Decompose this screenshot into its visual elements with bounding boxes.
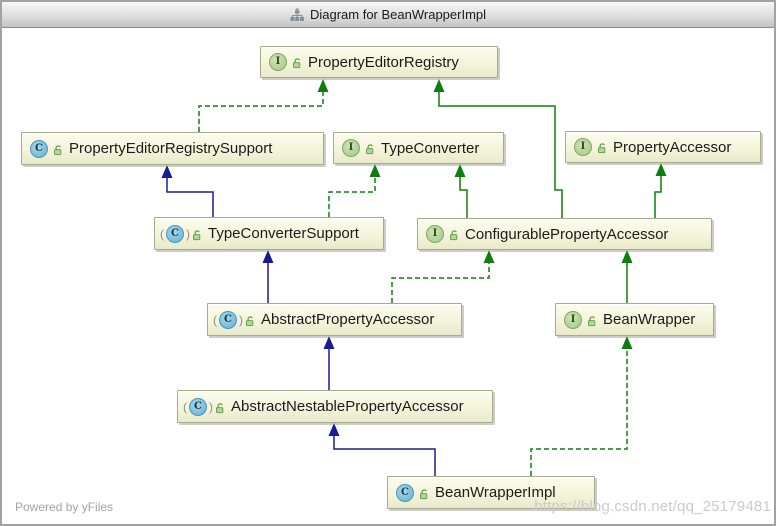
abstract-paren-icon: ( [183,399,187,414]
node-label: AbstractNestablePropertyAccessor [231,398,464,415]
edge-extends-TypeConverterSupport-to-PropertyEditorRegistrySupport [166,178,214,217]
edge-implements-TypeConverterSupport-to-TypeConverter [328,177,376,217]
unlocked-icon [193,229,201,240]
class-node-BeanWrapperImpl[interactable]: C BeanWrapperImpl [387,476,595,509]
unlocked-icon [246,315,254,326]
class-node-ConfigurablePropertyAccessor[interactable]: I ConfigurablePropertyAccessor [417,218,712,250]
arrowhead-icon [323,336,335,349]
interface-icon: I [564,310,582,329]
interface-icon: I [342,139,360,157]
arrowhead-icon [621,250,633,263]
node-label: ConfigurablePropertyAccessor [465,225,669,243]
unlocked-icon [293,58,301,69]
abstract-paren-icon: ( [213,312,217,327]
unlocked-icon [216,402,224,413]
abstract-paren-icon: ) [186,226,190,241]
edge-implements-BeanWrapperImpl-to-BeanWrapper [530,349,628,476]
unlocked-icon [450,230,458,241]
node-label: TypeConverter [381,139,480,157]
edge-extends-ConfigurablePropertyAccessor-to-PropertyAccessor [654,176,662,218]
abstract-paren-icon: ) [209,399,213,414]
window-title: Diagram for BeanWrapperImpl [309,7,487,22]
arrowhead-icon [483,250,495,263]
edge-extends-ConfigurablePropertyAccessor-to-TypeConverter [459,177,468,218]
arrowhead-icon [454,164,466,177]
arrowhead-icon [655,163,667,176]
arrowhead-icon [621,336,633,349]
arrowhead-icon [262,250,274,263]
class-node-AbstractNestablePropertyAccessor[interactable]: (C) AbstractNestablePropertyAccessor [177,390,493,423]
edge-extends-ConfigurablePropertyAccessor-to-PropertyEditorRegistry [438,92,563,218]
class-node-PropertyEditorRegistry[interactable]: I PropertyEditorRegistry [260,46,498,78]
node-label: BeanWrapper [603,311,696,328]
arrowhead-icon [161,165,173,178]
interface-icon: I [574,138,592,156]
arrowhead-icon [433,79,445,92]
class-node-TypeConverter[interactable]: I TypeConverter [333,132,504,164]
arrowhead-icon [369,164,381,177]
abstract-class-icon: C [219,310,237,329]
abstract-class-icon: C [166,224,184,243]
node-label: PropertyEditorRegistry [308,53,459,71]
class-node-PropertyEditorRegistrySupport[interactable]: C PropertyEditorRegistrySupport [21,132,324,165]
class-node-TypeConverterSupport[interactable]: (C) TypeConverterSupport [154,217,384,250]
class-node-AbstractPropertyAccessor[interactable]: (C) AbstractPropertyAccessor [207,303,462,336]
unlocked-icon [54,144,62,155]
window-titlebar: Diagram for BeanWrapperImpl [2,2,774,28]
node-label: PropertyAccessor [613,138,732,156]
edge-extends-BeanWrapperImpl-to-AbstractNestablePropertyAccessor [333,436,436,476]
arrowhead-icon [328,423,340,436]
csdn-watermark: https://blog.csdn.net/qq_25179481 [534,498,771,515]
abstract-paren-icon: ) [239,312,243,327]
node-label: TypeConverterSupport [208,225,359,242]
powered-by-yfiles-label: Powered by yFiles [15,500,114,514]
abstract-paren-icon: ( [160,226,164,241]
node-label: PropertyEditorRegistrySupport [69,140,273,157]
interface-icon: I [269,53,287,71]
class-node-PropertyAccessor[interactable]: I PropertyAccessor [565,131,761,163]
class-icon: C [30,139,48,158]
abstract-class-icon: C [189,397,207,416]
unlocked-icon [420,488,428,499]
edge-implements-PropertyEditorRegistrySupport-to-PropertyEditorRegistry [198,92,324,132]
unlocked-icon [598,143,606,154]
node-label: AbstractPropertyAccessor [261,311,435,328]
unlocked-icon [366,144,374,155]
class-node-BeanWrapper[interactable]: I BeanWrapper [555,303,714,336]
class-icon: C [396,483,414,502]
unlocked-icon [588,315,596,326]
edge-implements-AbstractPropertyAccessor-to-ConfigurablePropertyAccessor [391,263,490,303]
interface-icon: I [426,225,444,243]
hierarchy-icon [290,7,304,21]
arrowhead-icon [317,79,329,92]
node-label: BeanWrapperImpl [435,484,556,501]
